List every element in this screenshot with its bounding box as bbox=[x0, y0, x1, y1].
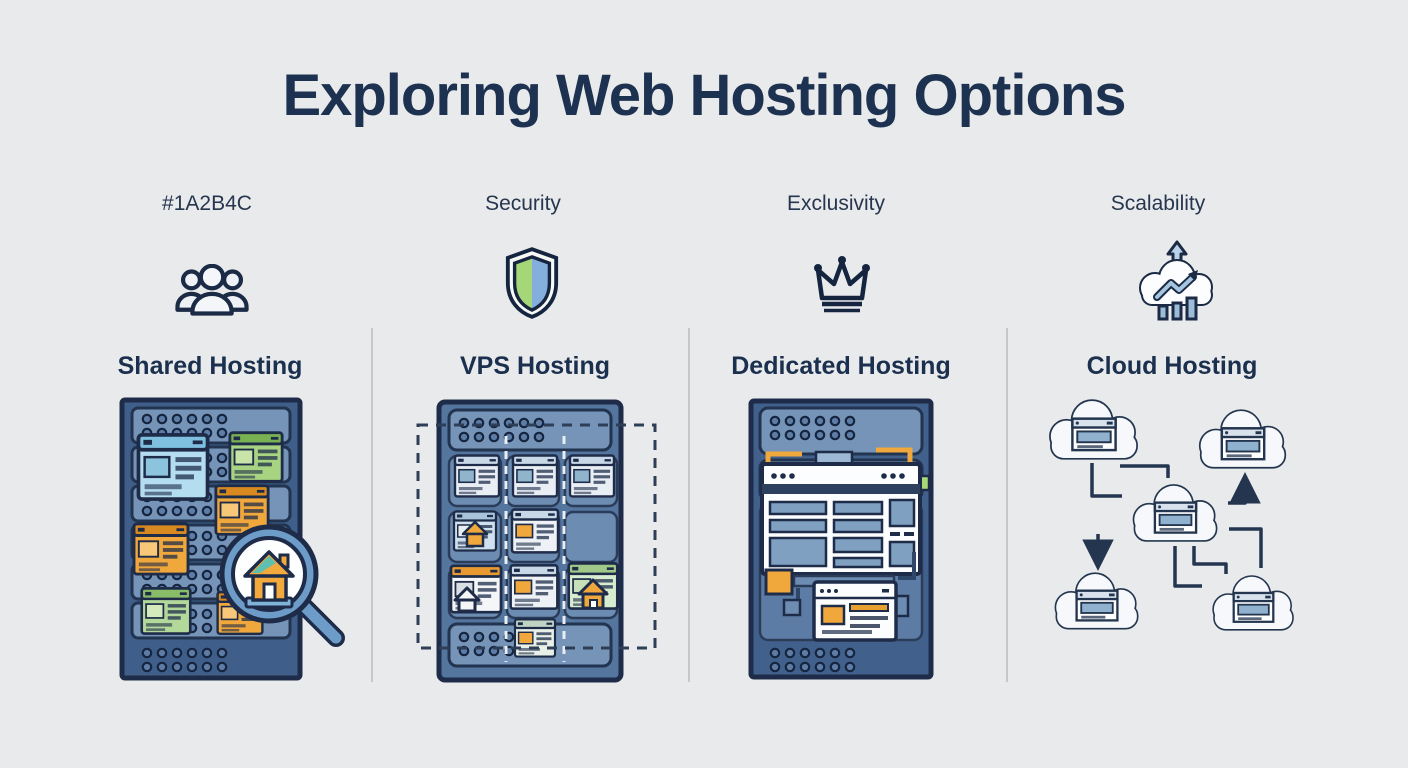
cloud-growth-icon bbox=[1139, 240, 1213, 321]
house-icon bbox=[461, 520, 489, 548]
partition-dashed-lines bbox=[504, 436, 566, 662]
cloud-server bbox=[1198, 409, 1287, 469]
column-title-cloud: Cloud Hosting bbox=[1086, 352, 1258, 380]
vps-partition-box bbox=[416, 423, 657, 650]
browser-window-blue bbox=[136, 433, 210, 501]
orange-chip bbox=[764, 568, 794, 596]
feature-label-vps: Security bbox=[485, 192, 561, 215]
column-divider bbox=[1006, 328, 1008, 682]
shared-hosting-illustration bbox=[119, 397, 345, 681]
small-browser-window bbox=[812, 580, 898, 642]
cloud-server bbox=[1132, 484, 1218, 542]
page-title: Exploring Web Hosting Options bbox=[282, 63, 1126, 128]
crown-icon bbox=[814, 256, 870, 313]
browser-window-green bbox=[228, 431, 284, 483]
dedicated-hosting-illustration bbox=[748, 398, 934, 680]
column-title-vps: VPS Hosting bbox=[459, 352, 610, 380]
browser-window bbox=[511, 454, 559, 498]
column-title-shared: Shared Hosting bbox=[117, 352, 303, 380]
house-icon bbox=[577, 578, 609, 610]
large-browser-window bbox=[760, 462, 922, 576]
blue-chip bbox=[782, 598, 802, 617]
vps-hosting-illustration bbox=[416, 399, 657, 683]
connection-arrows bbox=[1082, 463, 1263, 588]
browser-window-green bbox=[140, 587, 192, 635]
cloud-hosting-illustration bbox=[1049, 399, 1294, 631]
magnifier-icon bbox=[219, 524, 345, 647]
column-title-dedicated: Dedicated Hosting bbox=[731, 352, 951, 380]
browser-window bbox=[510, 508, 560, 554]
feature-label-cloud: Scalability bbox=[1110, 192, 1206, 215]
cloud-server bbox=[1054, 572, 1139, 630]
cloud-server bbox=[1212, 575, 1294, 631]
browser-window bbox=[568, 454, 616, 498]
house-icon bbox=[453, 586, 481, 613]
column-divider bbox=[371, 328, 373, 682]
browser-window bbox=[513, 618, 557, 658]
browser-window-orange bbox=[132, 522, 190, 576]
feature-label-dedicated: Exclusivity bbox=[786, 192, 886, 215]
browser-window bbox=[453, 454, 501, 498]
people-group-icon bbox=[175, 264, 249, 316]
house-icon bbox=[243, 550, 295, 609]
cloud-server bbox=[1049, 399, 1138, 460]
column-divider bbox=[688, 328, 690, 682]
shield-icon bbox=[505, 247, 559, 319]
browser-window bbox=[509, 563, 559, 611]
feature-label-shared: #1A2B4C bbox=[162, 192, 252, 215]
